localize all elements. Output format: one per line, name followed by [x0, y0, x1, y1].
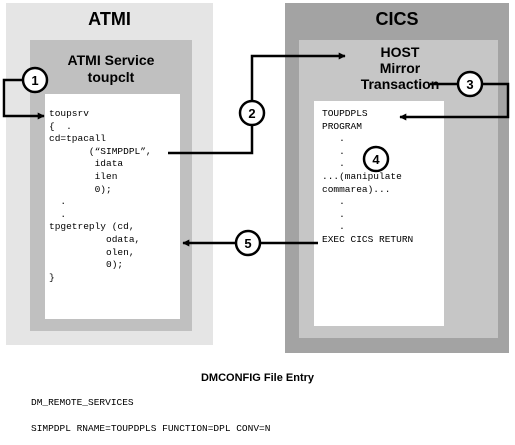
step-marker-3: 3 [456, 70, 484, 98]
atmi-title: ATMI [88, 9, 131, 29]
svg-text:4: 4 [372, 152, 380, 167]
host-mirror-transaction-title: HOST Mirror Transaction [360, 44, 440, 92]
dmconfig-section-line: DM_REMOTE_SERVICES [31, 397, 134, 408]
cics-code-box [314, 101, 444, 326]
step-marker-2: 2 [238, 99, 266, 127]
step-marker-5: 5 [234, 229, 262, 257]
atmi-service-title: ATMI Service [67, 52, 155, 68]
cics-title: CICS [375, 9, 419, 29]
step-marker-1: 1 [21, 66, 49, 94]
atmi-service-name: toupclt [87, 69, 135, 85]
flow-arrow-3 [399, 82, 510, 121]
cics-code: TOUPDPLS PROGRAM . . . ...(manipulate co… [322, 108, 414, 245]
dmconfig-caption: DMCONFIG File Entry [200, 372, 315, 384]
svg-text:1: 1 [31, 73, 38, 88]
dmconfig-entry-line: SIMPDPL RNAME=TOUPDPLS FUNCTION=DPL CONV… [31, 423, 271, 434]
svg-text:5: 5 [244, 236, 251, 251]
svg-text:2: 2 [248, 106, 255, 121]
flow-arrow-1 [2, 78, 45, 120]
atmi-code-box [45, 94, 180, 319]
step-marker-4: 4 [362, 145, 390, 173]
svg-text:3: 3 [466, 77, 473, 92]
atmi-code: toupsrv { . cd=tpacall (“SIMPDPL”, idata… [49, 108, 152, 283]
